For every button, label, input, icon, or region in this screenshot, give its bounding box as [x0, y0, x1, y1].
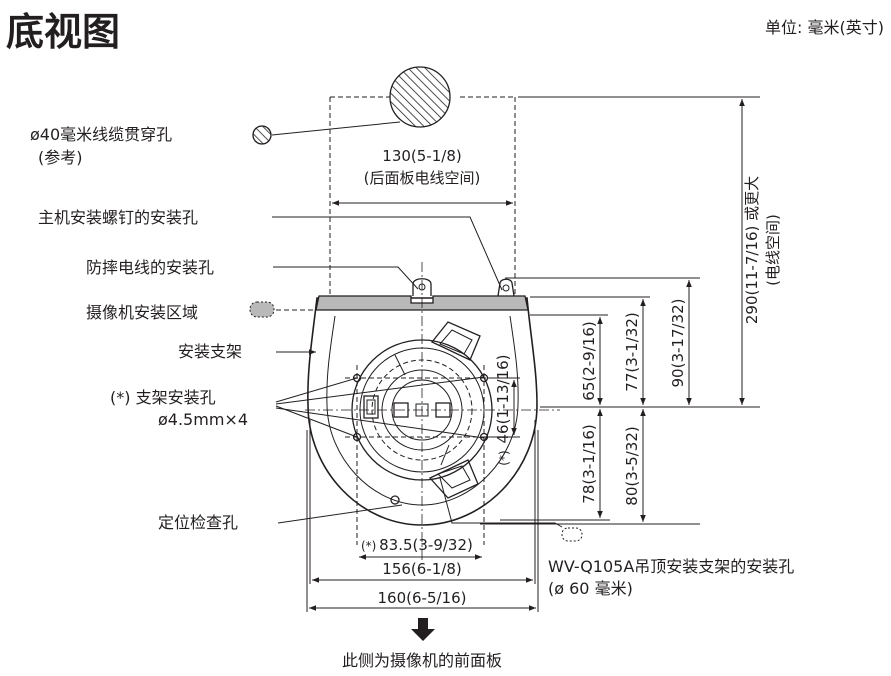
dim-83: 83.5(3-9/32) [379, 536, 473, 554]
dim-156: 156(6-1/8) [382, 560, 461, 578]
bottom-dimensions: (*) 83.5(3-9/32) 156(6-1/8) 160(6-5/16) [306, 420, 539, 612]
label-bracket: 安装支架 [178, 342, 242, 361]
ceiling-mount-legend-icon [561, 527, 583, 542]
dim-290: 290(11-7/16) 或更大 [743, 176, 761, 324]
label-ceiling-mount-hole: WV-Q105A吊顶安装支架的安装孔 [548, 557, 794, 576]
down-arrow-icon [411, 618, 435, 641]
label-positioning-hole: 定位检查孔 [158, 513, 238, 532]
dim-65: 65(2-9/16) [580, 321, 598, 400]
positioning-hole [390, 495, 400, 505]
camera-area-legend-icon [249, 301, 275, 318]
dim-83-mark: (*) [361, 539, 376, 553]
dim-290-note: (电线空间) [764, 214, 782, 286]
dim-160: 160(6-5/16) [378, 589, 467, 607]
ceiling-mount-assembly [345, 321, 500, 545]
rear-wire-space: 130(5-1/8) (后面板电线空间) [329, 66, 516, 300]
cable-hole-icon [389, 66, 451, 128]
label-cable-hole: ø40毫米线缆贯穿孔 [30, 125, 172, 144]
mounting-bracket [305, 262, 560, 560]
dim-46: 46(1-13/16) [494, 355, 512, 444]
label-front-note: 此侧为摄像机的前面板 [342, 651, 502, 670]
label-cable-hole-ref: (参考) [38, 148, 83, 167]
ceiling-mount-callout: WV-Q105A吊顶安装支架的安装孔 (ø 60 毫米) [439, 477, 794, 598]
dim-46-mark: (*) [497, 450, 511, 465]
label-camera-area: 摄像机安装区域 [86, 303, 198, 322]
dim-78: 78(3-1/16) [580, 424, 598, 503]
dim-80: 80(3-5/32) [623, 426, 641, 505]
label-bracket-hole: (*) 支架安装孔 [110, 388, 216, 407]
dim-90: 90(3-17/32) [669, 299, 687, 388]
label-main-screw-hole: 主机安装螺钉的安装孔 [38, 208, 198, 227]
label-bracket-hole-size: ø4.5mm×4 [158, 410, 248, 429]
hatched-hole-legend-icon [252, 125, 272, 145]
dim-rear-space-note: (后面板电线空间) [364, 169, 481, 187]
dim-77: 77(3-1/32) [623, 312, 641, 391]
label-drop-wire-hole: 防摔电线的安装孔 [86, 258, 214, 277]
front-indicator: 此侧为摄像机的前面板 [342, 618, 502, 670]
dim-rear-space: 130(5-1/8) [382, 147, 461, 165]
page-title: 底视图 [6, 10, 120, 54]
right-dimensions: 290(11-7/16) 或更大 (电线空间) 90(3-17/32) 77(3… [480, 96, 782, 525]
left-annotations: ø40毫米线缆贯穿孔 (参考) 主机安装螺钉的安装孔 防摔电线的安装孔 摄像机安… [30, 121, 503, 532]
unit-label: 单位: 毫米(英寸) [765, 18, 884, 37]
label-ceiling-mount-size: (ø 60 毫米) [548, 579, 633, 598]
